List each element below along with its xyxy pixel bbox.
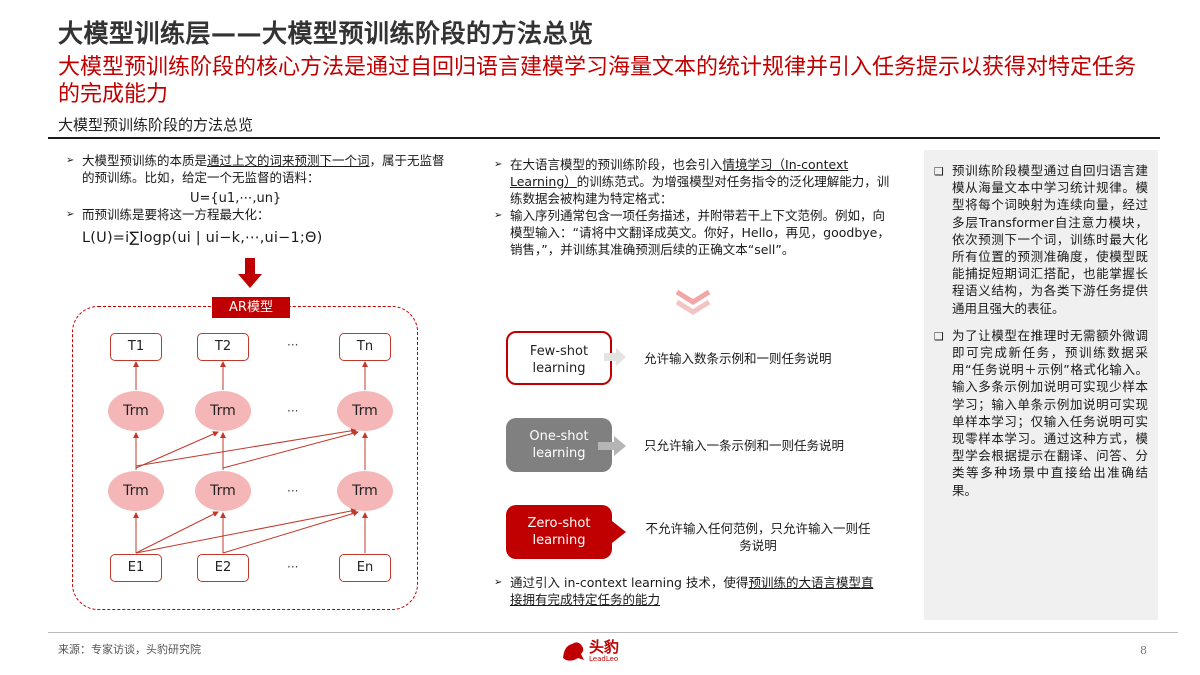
transformer-node: Trm [195, 471, 251, 511]
left-bullet-1: ➢ 大模型预训练的本质是通过上文的词来预测下一个词，属于无监督的预训练。比如，给… [66, 152, 446, 186]
right-arrow-icon [604, 348, 626, 366]
checkbox-bullet-icon: ❑ [934, 165, 944, 178]
arrow-bullet-icon: ➢ [66, 155, 75, 166]
leopard-logo-icon [563, 642, 584, 661]
right-arrow-icon [598, 436, 626, 456]
middle-bullets: ➢ 在大语言模型的预训练阶段，也会引入情境学习（In-context Learn… [494, 156, 892, 258]
page-title: 大模型训练层——大模型预训练阶段的方法总览 [58, 19, 594, 48]
arrow-bullet-icon: ➢ [494, 210, 503, 221]
middle-bullet-2: ➢ 输入序列通常包含一项任务描述，并附带若干上下文范例。例如，向模型输入：“请将… [494, 207, 892, 258]
left-bullet-1-text: 大模型预训练的本质是 [82, 153, 208, 168]
ellipsis: ··· [287, 404, 299, 418]
transformer-node: Trm [108, 391, 164, 431]
transformer-node: Trm [337, 391, 393, 431]
middle-bullet-1: ➢ 在大语言模型的预训练阶段，也会引入情境学习（In-context Learn… [494, 156, 892, 207]
formula-likelihood: L(U)=i∑logp(ui | ui−k,⋯,ui−1;Θ) [82, 230, 323, 246]
page-number: 8 [1140, 644, 1147, 657]
ar-model-label: AR模型 [212, 297, 290, 318]
conclusion-text: 通过引入 in-context learning 技术，使得 [510, 575, 749, 590]
down-arrow-icon [238, 258, 262, 288]
ellipsis: ··· [287, 560, 299, 574]
input-embedding-box: E1 [110, 554, 162, 582]
left-bullet-2: ➢ 而预训练是要将这一方程最大化： [66, 206, 446, 223]
middle-bullet-1-text-end: 的训练范式。为增强模型对任务指令的泛化理解能力，训练数据会被构建为特定格式： [510, 174, 890, 206]
one-shot-description: 只允许输入一条示例和一则任务说明 [644, 438, 845, 453]
left-bullet-1-text-end: ，属于无监督的预训练。比如，给定一个无监督的语料： [82, 153, 445, 185]
arrow-bullet-icon: ➢ [66, 209, 75, 220]
middle-bullet-2-text: 输入序列通常包含一项任务描述，并附带若干上下文范例。例如，向模型输入：“请将中文… [510, 208, 890, 257]
middle-conclusion: ➢ 通过引入 in-context learning 技术，使得预训练的大语言模… [494, 574, 874, 608]
leadleo-logo: 头豹 LeadLeo [560, 636, 640, 666]
input-embedding-box: En [339, 554, 391, 582]
footer-divider [48, 632, 1178, 633]
header-divider [48, 137, 1160, 139]
source-note: 来源：专家访谈，头豹研究院 [58, 643, 201, 656]
output-token-box: T2 [197, 333, 249, 361]
middle-bullet-1-text: 在大语言模型的预训练阶段，也会引入 [510, 157, 723, 172]
summary-note-2: ❑ 为了让模型在推理时无需额外微调即可完成新任务，预训练数据采用“任务说明＋示例… [934, 327, 1148, 499]
checkbox-bullet-icon: ❑ [934, 329, 944, 343]
few-shot-description: 允许输入数条示例和一则任务说明 [644, 351, 832, 366]
left-bullet-2-text: 而预训练是要将这一方程最大化： [82, 207, 270, 222]
input-embedding-box: E2 [197, 554, 249, 582]
zero-shot-description: 不允许输入任何范例，只允许输入一则任务说明 [645, 521, 871, 553]
summary-note-1-text: 预训练阶段模型通过自回归语言建模从海量文本中学习统计规律。模型将每个词映射为连续… [952, 163, 1148, 316]
summary-note-1: ❑ 预训练阶段模型通过自回归语言建模从海量文本中学习统计规律。模型将每个词映射为… [934, 162, 1148, 317]
summary-note-2-text: 为了让模型在推理时无需额外微调即可完成新任务，预训练数据采用“任务说明＋示例”格… [952, 327, 1148, 498]
left-bullet-1-underlined: 通过上文的词来预测下一个词 [207, 153, 370, 168]
summary-panel: ❑ 预训练阶段模型通过自回归语言建模从海量文本中学习统计规律。模型将每个词映射为… [924, 150, 1158, 620]
transformer-node: Trm [108, 471, 164, 511]
left-bullets: ➢ 大模型预训练的本质是通过上文的词来预测下一个词，属于无监督的预训练。比如，给… [66, 152, 446, 223]
conclusion-underlined: 预训练的大语言模型直接拥有完成特定任务的能力 [510, 575, 874, 607]
page-subtitle: 大模型预训练阶段的核心方法是通过自回归语言建模学习海量文本的统计规律并引入任务提… [58, 55, 1137, 107]
middle-bullet-3: ➢ 通过引入 in-context learning 技术，使得预训练的大语言模… [494, 574, 874, 608]
ellipsis: ··· [287, 484, 299, 498]
arrow-bullet-icon: ➢ [494, 577, 503, 588]
transformer-node: Trm [195, 391, 251, 431]
ellipsis: ··· [287, 338, 299, 352]
logo-text: 头豹 [589, 638, 620, 656]
one-shot-box: One-shot learning [506, 418, 612, 472]
output-token-box: Tn [339, 333, 391, 361]
middle-bullet-1-underlined: 情境学习（In-context Learning） [510, 157, 849, 189]
formula-corpus: U={u1,⋯,un} [190, 191, 282, 206]
double-chevron-down-icon [675, 290, 711, 315]
section-label: 大模型预训练阶段的方法总览 [58, 116, 254, 134]
output-token-box: T1 [110, 333, 162, 361]
arrow-bullet-icon: ➢ [494, 159, 503, 170]
right-arrow-icon [594, 521, 626, 543]
zero-shot-box: Zero-shot learning [506, 505, 612, 559]
logo-subtext: LeadLeo [589, 655, 619, 663]
transformer-node: Trm [337, 471, 393, 511]
few-shot-box: Few-shot learning [506, 331, 612, 385]
